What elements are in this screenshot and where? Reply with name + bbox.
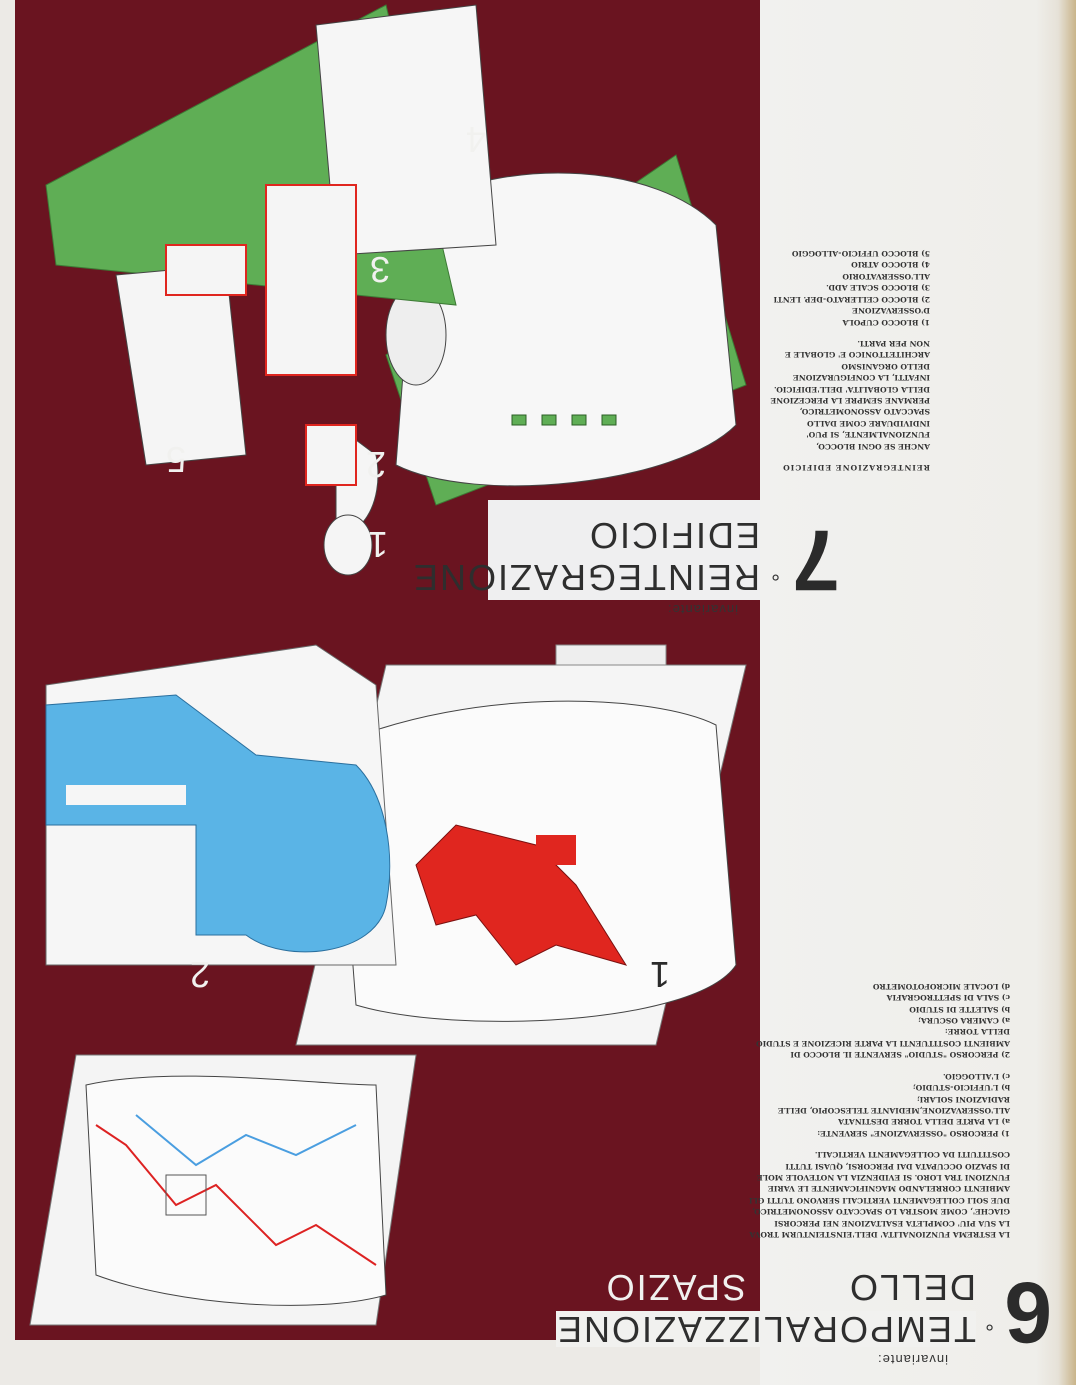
figure-label: 3 — [369, 249, 390, 290]
block-item: 4) BLOCCO ATRIO — [851, 260, 930, 270]
section7-text: REINTEGRAZIONE EDIFICIO ANCHE SE OGNI BL… — [770, 248, 930, 473]
section7-degree: ° — [771, 560, 780, 585]
path2-item: b) SALETTE DI STUDIO — [909, 1004, 1010, 1014]
figure-label: 2 — [365, 444, 386, 485]
path1-item: b) L'UFFICIO-STUDIO; — [912, 1083, 1010, 1093]
block-item: 2) BLOCCO CELLERATO-DEP. LENTI — [773, 294, 930, 304]
path2-item: a) CAMERA OSCURA; — [918, 1016, 1010, 1026]
section6-intro: LA ESTREMA FUNZIONALITA' DELL'EINSTEINTU… — [748, 1150, 1010, 1239]
block-item: 1) BLOCCO CUPOLA D'OSSERVAZIONE — [842, 306, 930, 327]
section7-title-line1: REINTEGRAZIONE — [411, 557, 760, 598]
figure-label: 1 — [367, 524, 388, 565]
figure-label: 5 — [165, 439, 186, 480]
figure-label: 4 — [465, 119, 486, 160]
exploded-blocks-diagram — [45, 4, 497, 576]
section7-number: 7 — [792, 512, 840, 608]
section6-title-line3: SPAZIO — [604, 1267, 746, 1308]
path2-title: 2) PERCORSO "STUDIO" SERVENTE IL BLOCCO … — [756, 1027, 1010, 1060]
path1-item: c) L'ALLOGGIO. — [942, 1071, 1010, 1081]
section6-kicker: invariante: — [877, 1352, 948, 1367]
axonometric-section-diagram — [295, 644, 747, 1046]
section7-kicker: invariante: — [667, 602, 738, 617]
section6-degree: ° — [985, 1310, 994, 1335]
block-item: 3) BLOCCO SCALE ADD. ALL'OSSERVATORIO — [826, 271, 930, 293]
blue-floor-plan — [45, 644, 397, 966]
figure-label: 1 — [649, 954, 670, 995]
path2-item: d) LOCALE MICROFOTOMETRO — [872, 981, 1010, 991]
block-item: 5) BLOCCO UFFICIO-ALLOGGIO — [791, 249, 930, 259]
section6-title-line2: DELLO — [847, 1267, 976, 1308]
figure-label: 2 — [189, 954, 210, 995]
section6-title-line1: TEMPORALIZZAZIONE — [555, 1309, 976, 1350]
section7-title-line2: EDIFICIO — [587, 515, 760, 556]
path1-item: a) LA PARTE DELLA TORRE DESTINATA ALL'OS… — [778, 1094, 1010, 1127]
reintegrated-building-diagram — [385, 154, 747, 506]
path1-title: 1) PERCORSO "OSSERVAZIONE" SERVENTE: — [817, 1128, 1010, 1138]
section7-heading: REINTEGRAZIONE EDIFICIO — [782, 463, 930, 472]
path2-item: c) SALA DI SPETTROGRAFIA — [886, 993, 1010, 1003]
section6-text: LA ESTREMA FUNZIONALITA' DELL'EINSTEINTU… — [748, 980, 1010, 1240]
section6-number: 6 — [1004, 1264, 1052, 1360]
section7-intro: ANCHE SE OGNI BLOCCO, FUNZIONALMENTE, SI… — [770, 338, 930, 451]
axonometric-paths-diagram — [29, 1054, 417, 1326]
